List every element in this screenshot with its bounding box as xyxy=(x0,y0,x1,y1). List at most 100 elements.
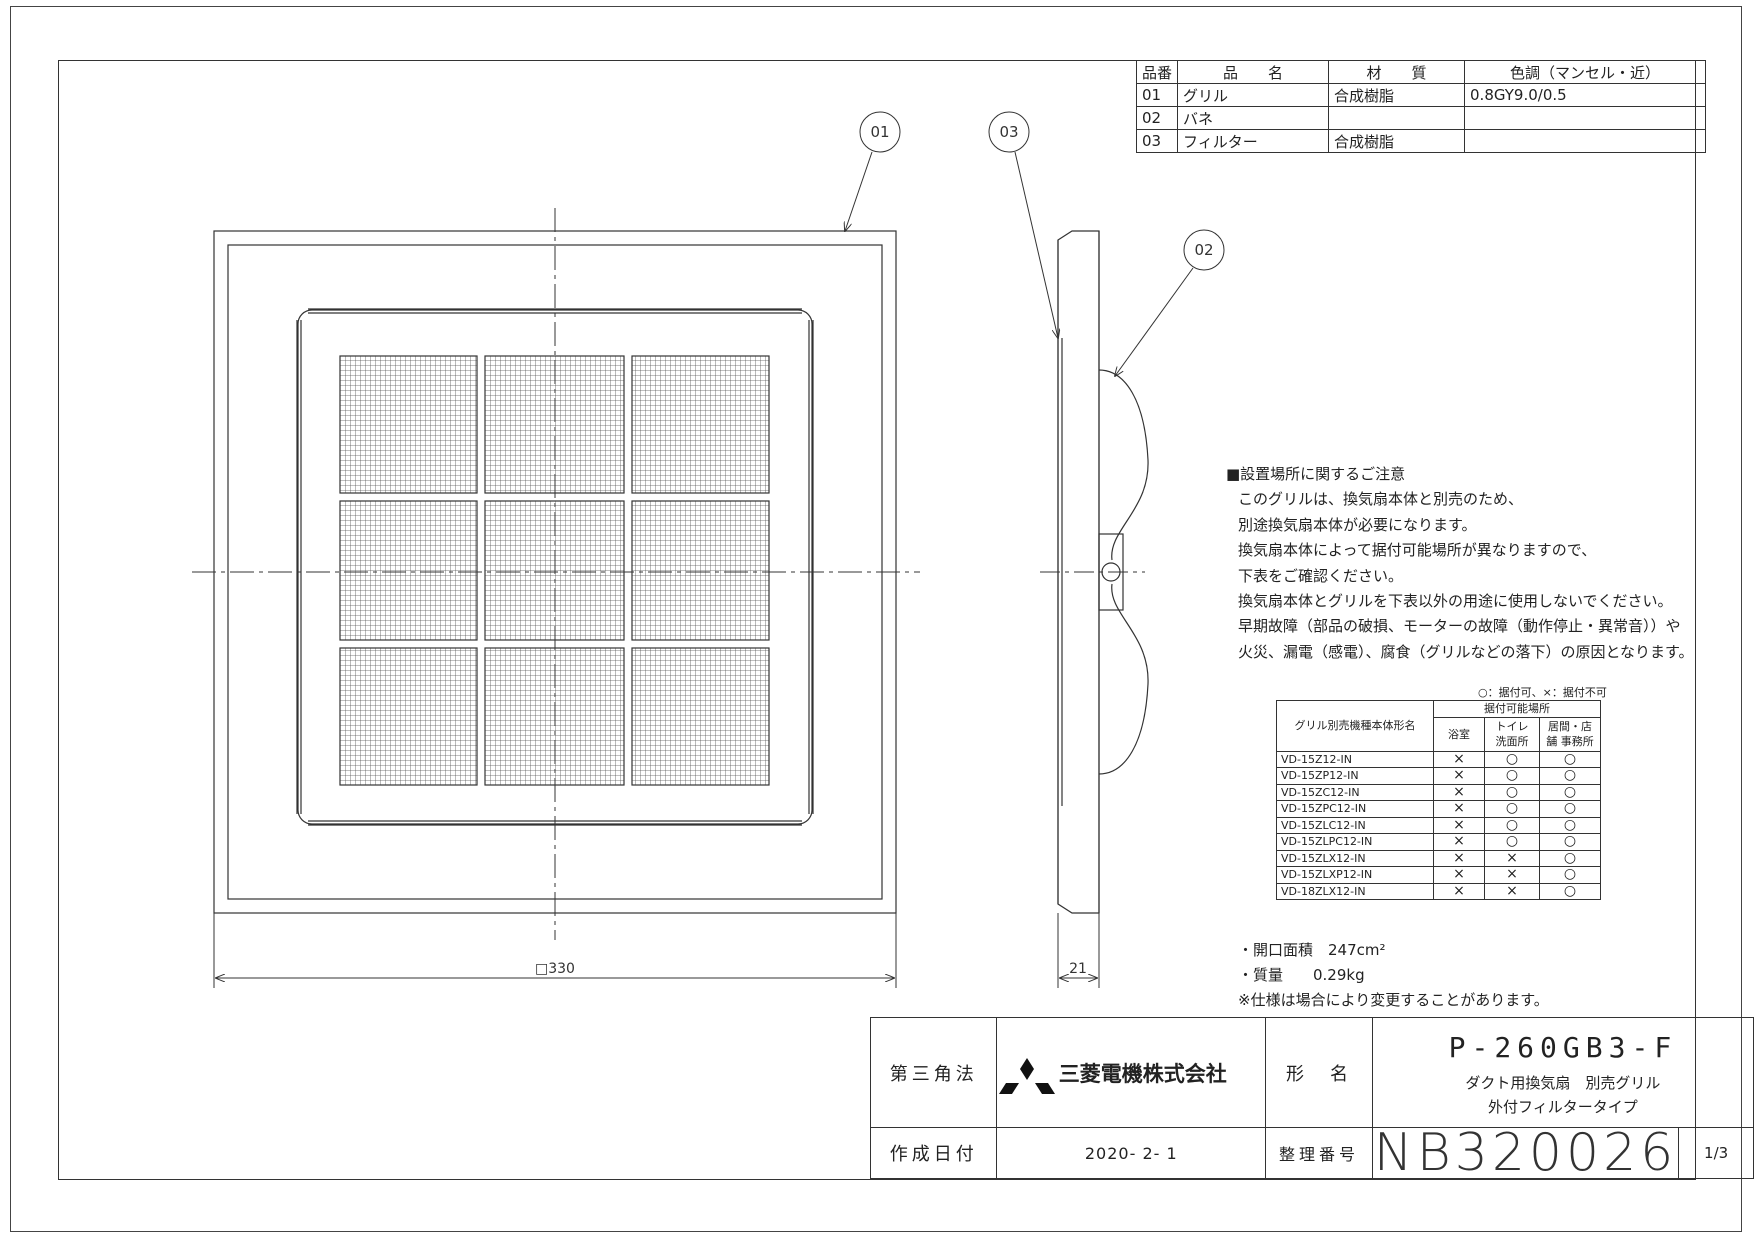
model-name: VD-15ZLC12-IN xyxy=(1276,816,1434,834)
header-material: 材 質 xyxy=(1328,60,1466,84)
mark: × xyxy=(1433,783,1485,801)
product-description-1: ダクト用換気扇 別売グリル xyxy=(1465,1073,1661,1092)
mark: × xyxy=(1433,800,1485,818)
callout-01-label: 01 xyxy=(870,123,889,141)
model-name: VD-15ZPC12-IN xyxy=(1276,800,1434,818)
header-part-no: 品番 xyxy=(1135,60,1179,84)
number-label: 整理番号 xyxy=(1265,1127,1373,1179)
col-bathroom: 浴室 xyxy=(1433,716,1485,752)
location-group-header: 据付可能場所 xyxy=(1433,700,1601,718)
part-material: 合成樹脂 xyxy=(1328,129,1466,153)
callout-03-label: 03 xyxy=(999,123,1018,141)
compatibility-table: グリル別売機種本体形名 据付可能場所 浴室 トイレ 洗面所 居間・店舗 事務所 … xyxy=(1276,700,1601,900)
note-line: 下表をご確認ください。 xyxy=(1238,566,1404,585)
form-label: 形 名 xyxy=(1265,1017,1373,1128)
part-no: 03 xyxy=(1135,129,1179,153)
installation-notes: ■設置場所に関するご注意 このグリルは、換気扇本体と別売のため、 別途換気扇本体… xyxy=(1226,462,1694,665)
side-view xyxy=(1040,230,1149,988)
spec-note: ※仕様は場合により変更することがあります。 xyxy=(1238,991,1549,1009)
mark: ○ xyxy=(1539,882,1601,900)
creation-date: 2020- 2- 1 xyxy=(996,1127,1267,1179)
table-row: VD-15ZLC12-IN×○○ xyxy=(1276,816,1601,834)
note-line: 換気扇本体によって据付可能場所が異なりますので、 xyxy=(1238,541,1597,560)
specifications: ・開口面積 247cm² ・質量 0.29kg ※仕様は場合により変更することが… xyxy=(1238,938,1549,1013)
projection-method: 第三角法 xyxy=(869,1017,998,1128)
table-row: VD-18ZLX12-IN××○ xyxy=(1276,882,1601,900)
table-row: VD-15ZC12-IN×○○ xyxy=(1276,783,1601,801)
table-row: VD-15ZP12-IN×○○ xyxy=(1276,767,1601,785)
part-name: フィルター xyxy=(1177,129,1330,153)
col-living: 居間・店舗 事務所 xyxy=(1539,716,1601,752)
part-name: バネ xyxy=(1177,106,1330,130)
table-row: VD-15Z12-IN×○○ xyxy=(1276,750,1601,768)
part-color: 0.8GY9.0/0.5 xyxy=(1464,83,1707,107)
mark: ○ xyxy=(1484,783,1540,801)
drawing-outer-frame xyxy=(10,6,1742,1232)
model-name: VD-15ZLPC12-IN xyxy=(1276,833,1434,851)
callout-01-circle xyxy=(859,111,901,153)
mark: ○ xyxy=(1484,750,1540,768)
mark: ○ xyxy=(1539,816,1601,834)
callout-03-circle xyxy=(988,111,1030,153)
mark: ○ xyxy=(1539,800,1601,818)
mark: × xyxy=(1484,882,1540,900)
mark: ○ xyxy=(1484,800,1540,818)
spec-mass: ・質量 0.29kg xyxy=(1238,966,1365,984)
width-dimension xyxy=(213,913,897,988)
drawing-inner-frame xyxy=(58,60,1696,1180)
product-description-2: 外付フィルタータイプ xyxy=(1488,1097,1638,1116)
table-row: VD-15ZLPC12-IN×○○ xyxy=(1276,833,1601,851)
mark: × xyxy=(1433,849,1485,867)
callout-02-circle xyxy=(1183,229,1225,271)
mark: × xyxy=(1433,750,1485,768)
note-line: 早期故障（部品の破損、モーターの故障（動作停止・異常音））や xyxy=(1238,617,1681,636)
mark: × xyxy=(1433,866,1485,884)
part-color xyxy=(1464,129,1707,153)
mark: ○ xyxy=(1484,833,1540,851)
spec-opening-area: ・開口面積 247cm² xyxy=(1238,941,1386,959)
table-row: VD-15ZLXP12-IN××○ xyxy=(1276,866,1601,884)
mark: × xyxy=(1433,833,1485,851)
note-line: 換気扇本体とグリルを下表以外の用途に使用しないでください。 xyxy=(1238,591,1673,610)
spring-lower xyxy=(1098,583,1149,775)
part-material: 合成樹脂 xyxy=(1328,83,1466,107)
part-color xyxy=(1464,106,1707,130)
parts-table-header: 品番 品 名 材 質 色調（マンセル・近） xyxy=(1135,60,1707,84)
col-toilet: トイレ 洗面所 xyxy=(1484,716,1540,752)
model-number: P-260GB3-F xyxy=(1448,1031,1678,1065)
callout-02-label: 02 xyxy=(1194,241,1213,259)
note-line: 別途換気扇本体が必要になります。 xyxy=(1238,515,1477,534)
mark: × xyxy=(1433,767,1485,785)
model-name: VD-15ZC12-IN xyxy=(1276,783,1434,801)
mark: × xyxy=(1433,882,1485,900)
model-name: VD-15ZLXP12-IN xyxy=(1276,866,1434,884)
model-header: グリル別売機種本体形名 xyxy=(1276,700,1434,752)
mark: ○ xyxy=(1539,767,1601,785)
model-name: VD-18ZLX12-IN xyxy=(1276,882,1434,900)
sheet-number: 1/3 xyxy=(1678,1127,1754,1179)
note-line: このグリルは、換気扇本体と別売のため、 xyxy=(1238,490,1524,509)
mark: ○ xyxy=(1539,849,1601,867)
drawing-number: NB320026 xyxy=(1371,1127,1680,1179)
model-name: VD-15ZP12-IN xyxy=(1276,767,1434,785)
table-row: VD-15ZLX12-IN××○ xyxy=(1276,849,1601,867)
mark: ○ xyxy=(1539,750,1601,768)
part-no: 02 xyxy=(1135,106,1179,130)
model-name: VD-15ZLX12-IN xyxy=(1276,849,1434,867)
table-row: 02 バネ xyxy=(1135,106,1707,130)
model-cell: P-260GB3-F ダクト用換気扇 別売グリル 外付フィルタータイプ xyxy=(1371,1017,1754,1128)
mark: × xyxy=(1484,849,1540,867)
mark: ○ xyxy=(1539,783,1601,801)
part-no: 01 xyxy=(1135,83,1179,107)
callout-leaders xyxy=(845,111,1225,376)
mark: ○ xyxy=(1484,816,1540,834)
mark: ○ xyxy=(1539,833,1601,851)
part-name: グリル xyxy=(1177,83,1330,107)
table-row: 03 フィルター 合成樹脂 xyxy=(1135,129,1707,153)
symbol-legend: ○：据付可、×：据付不可 xyxy=(1478,686,1607,699)
title-block: 第三角法 三菱電機株式会社 形 名 P-260GB3-F ダクト用換気扇 別売グ… xyxy=(869,1017,1754,1179)
width-dimension-label: □330 xyxy=(535,961,575,977)
date-label: 作成日付 xyxy=(869,1127,998,1179)
notes-title: ■設置場所に関するご注意 xyxy=(1226,465,1406,483)
